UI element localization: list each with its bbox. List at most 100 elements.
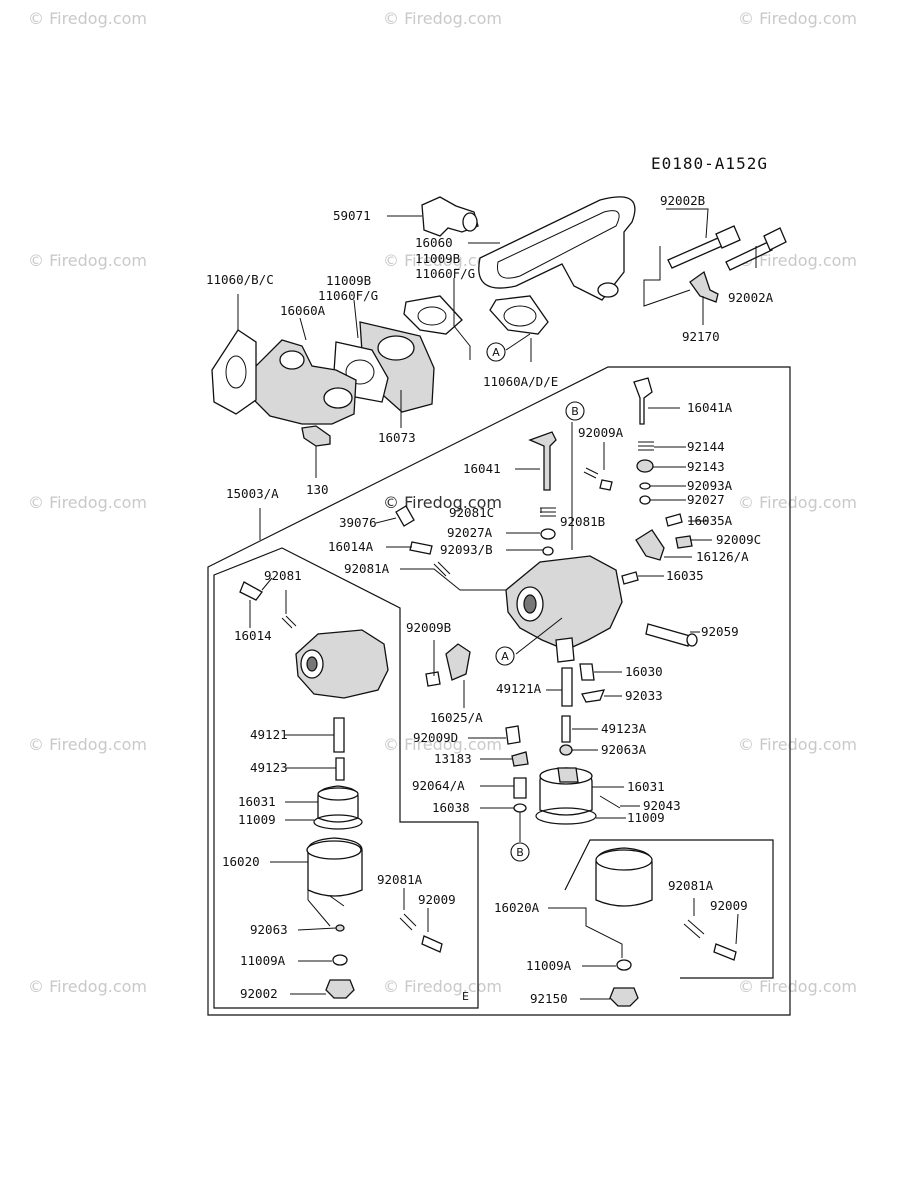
callout-a-top <box>486 342 506 362</box>
gasket-11009a-right <box>616 959 632 971</box>
label-92093b: 92093/B <box>440 542 493 557</box>
label-16060a: 16060A <box>280 303 326 318</box>
label-11060bc: 11060/B/C <box>206 272 274 287</box>
main-carburetor <box>395 377 737 1007</box>
gasket-11009b-top <box>403 295 463 335</box>
label-11009a-left: 11009A <box>240 953 286 968</box>
label-92081a-right: 92081A <box>668 878 714 893</box>
frame-e <box>213 547 479 1009</box>
screw-92009-left <box>421 935 443 953</box>
label-16060: 16060 <box>415 235 453 250</box>
label-11060fg-top: 11060F/G <box>415 266 475 281</box>
lever-16126a <box>635 529 665 561</box>
part-39076 <box>395 505 415 527</box>
jet-49123a <box>561 715 571 743</box>
label-49123a: 49123A <box>601 721 647 736</box>
label-11060ade: 11060A/D/E <box>483 374 558 389</box>
label-92081c: 92081C <box>449 505 494 520</box>
callout-a-top-text: A <box>492 346 500 359</box>
label-16020: 16020 <box>222 854 260 869</box>
label-16035: 16035 <box>666 568 704 583</box>
oring-92027 <box>639 495 651 505</box>
clip-92033 <box>581 689 606 703</box>
gasket-11060ade <box>489 295 549 335</box>
label-92009-right: 92009 <box>710 898 748 913</box>
label-92081a-left: 92081A <box>377 872 423 887</box>
watermark-text: © Firedog.com <box>383 977 502 996</box>
watermark-text: © Firedog.com <box>738 977 857 996</box>
label-11060fg-left: 11060F/G <box>318 288 378 303</box>
carburetor-body-left <box>295 629 389 699</box>
label-16031-right: 16031 <box>627 779 665 794</box>
label-92081b: 92081B <box>560 514 605 529</box>
label-92093a: 92093A <box>687 478 733 493</box>
label-39076: 39076 <box>339 515 377 530</box>
label-92009d: 92009D <box>413 730 458 745</box>
washer-16038 <box>513 803 527 813</box>
label-11009a-right: 11009A <box>526 958 572 973</box>
carburetor-body <box>505 555 623 651</box>
oring-11009-right <box>535 807 597 825</box>
upper-parts <box>211 196 787 447</box>
label-92002: 92002 <box>240 986 278 1001</box>
label-92009-left: 92009 <box>418 892 456 907</box>
frame-right-lower <box>564 839 774 979</box>
screw-130 <box>301 425 331 447</box>
callouts: A B A B E <box>462 342 585 1003</box>
label-92027a: 92027A <box>447 525 493 540</box>
label-16041a: 16041A <box>687 400 733 415</box>
diagram-code: E0180-A152G <box>651 154 768 173</box>
gasket-11009a-left <box>332 954 348 966</box>
drain-92002 <box>325 979 355 999</box>
left-carburetor <box>239 581 443 999</box>
watermark-text: © Firedog.com <box>383 9 502 28</box>
screw-92009b <box>425 671 441 687</box>
elbow-end <box>462 212 478 232</box>
label-92059: 92059 <box>701 624 739 639</box>
label-92081-left: 92081 <box>264 568 302 583</box>
plate-16025a <box>445 643 471 681</box>
label-92002b: 92002B <box>660 193 705 208</box>
callout-b-top <box>565 401 585 421</box>
callout-b-top-text: B <box>571 405 579 418</box>
label-16025a: 16025/A <box>430 710 483 725</box>
label-92063: 92063 <box>250 922 288 937</box>
label-92170: 92170 <box>682 329 720 344</box>
label-11009-left: 11009 <box>238 812 276 827</box>
label-92009a: 92009A <box>578 425 624 440</box>
bolt-92002a <box>725 241 773 271</box>
label-16014a: 16014A <box>328 539 374 554</box>
watermark-text: © Firedog.com <box>383 493 502 512</box>
label-92143: 92143 <box>687 459 725 474</box>
part-16030 <box>579 663 595 681</box>
watermarks: © Firedog.com © Firedog.com © Firedog.co… <box>28 9 857 996</box>
watermark-text: © Firedog.com <box>383 251 502 270</box>
assembly-frame <box>207 366 791 1016</box>
watermark-text: © Firedog.com <box>738 493 857 512</box>
part-16041 <box>528 431 557 491</box>
label-92144: 92144 <box>687 439 725 454</box>
jet-49121a <box>561 667 573 707</box>
label-92081a-mid: 92081A <box>344 561 390 576</box>
watermark-text: © Firedog.com <box>28 735 147 754</box>
label-130: 130 <box>306 482 329 497</box>
part-16014 <box>239 581 263 601</box>
label-16031-left: 16031 <box>238 794 276 809</box>
bolt-92002b <box>667 237 723 269</box>
label-16038: 16038 <box>432 800 470 815</box>
drain-92150 <box>609 987 639 1007</box>
label-92002a: 92002A <box>728 290 774 305</box>
label-49123-left: 49123 <box>250 760 288 775</box>
screw-92009-right <box>713 943 737 961</box>
label-92043: 92043 <box>643 798 681 813</box>
label-92009b: 92009B <box>406 620 451 635</box>
callout-a-mid <box>495 646 515 666</box>
label-15003a: 15003/A <box>226 486 279 501</box>
part-92064a <box>513 777 527 799</box>
duct-boss <box>597 282 619 298</box>
label-16014: 16014 <box>234 628 272 643</box>
leader-lines <box>237 208 757 1000</box>
label-13183: 13183 <box>434 751 472 766</box>
label-11009-right: 11009 <box>627 810 665 825</box>
